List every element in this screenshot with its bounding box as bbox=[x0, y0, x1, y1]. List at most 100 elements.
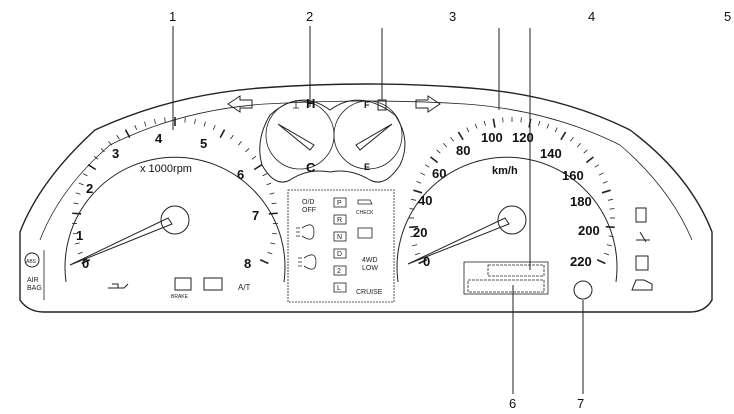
odometer-frame bbox=[463, 261, 549, 295]
speed-tick-16 bbox=[457, 131, 464, 141]
callout-7: 7 bbox=[577, 396, 584, 411]
speed-tick-7 bbox=[411, 198, 417, 201]
tach-tick-15 bbox=[124, 129, 131, 138]
speed-tick-35 bbox=[602, 180, 608, 184]
right-turn-signal-icon bbox=[415, 95, 441, 113]
speed-tick-9 bbox=[416, 180, 422, 184]
center-indicator-panel: O/D OFF CHECK P R N D 2 L 4WD LOW CRUISE bbox=[287, 189, 395, 303]
tach-tick-28 bbox=[245, 148, 250, 153]
speed-tick-26 bbox=[546, 123, 550, 129]
tach-tick-9 bbox=[82, 173, 88, 177]
speed-tick-17 bbox=[466, 127, 470, 133]
check-label: CHECK bbox=[356, 210, 374, 216]
tachometer-scale bbox=[72, 117, 278, 265]
speed-tick-28 bbox=[560, 131, 567, 141]
speed-label-20: 20 bbox=[413, 225, 427, 240]
speed-tick-27 bbox=[554, 127, 558, 133]
temperature-needle bbox=[277, 123, 315, 151]
speed-tick-6 bbox=[409, 208, 415, 210]
tach-label-7: 7 bbox=[252, 208, 259, 223]
temperature-gauge: H C bbox=[265, 96, 335, 175]
speedometer: 0 20 40 60 80 100 120 140 160 180 200 22… bbox=[396, 117, 618, 300]
tach-tick-21 bbox=[184, 117, 186, 123]
gear-indicators: P R N D 2 L bbox=[333, 197, 347, 293]
fuel-empty-label: E bbox=[364, 162, 370, 172]
tach-label-3: 3 bbox=[112, 146, 119, 161]
gear-n-box bbox=[333, 231, 347, 242]
gear-d-box bbox=[333, 248, 347, 259]
seatbelt-warning-icon bbox=[636, 231, 650, 243]
tachometer-tick-labels: 0 1 2 3 4 5 6 7 8 bbox=[76, 131, 259, 271]
tach-label-5: 5 bbox=[200, 136, 207, 151]
speed-label-40: 40 bbox=[418, 193, 432, 208]
tach-tick-0 bbox=[81, 259, 91, 265]
speed-tick-2 bbox=[412, 244, 418, 247]
speed-tick-33 bbox=[594, 164, 600, 168]
tach-tick-2 bbox=[74, 242, 80, 245]
speed-tick-18 bbox=[474, 123, 478, 129]
tachometer-needle bbox=[69, 217, 173, 266]
tachometer-lower-indicators: BRAKE A/T bbox=[108, 277, 251, 300]
tach-label-1: 1 bbox=[76, 228, 83, 243]
door-ajar-icon bbox=[635, 207, 647, 223]
gear-d: D bbox=[337, 251, 342, 258]
fourwd-low-label: 4WD LOW bbox=[362, 257, 380, 272]
speed-tick-31 bbox=[583, 149, 588, 154]
battery-icon bbox=[203, 277, 223, 291]
tach-tick-31 bbox=[262, 173, 268, 177]
callout-1: 1 bbox=[169, 9, 176, 24]
tach-tick-11 bbox=[93, 155, 99, 160]
speed-tick-0 bbox=[418, 259, 428, 265]
gear-l-box bbox=[333, 282, 347, 293]
speed-tick-42 bbox=[606, 244, 612, 247]
tach-label-8: 8 bbox=[244, 256, 251, 271]
speed-label-180: 180 bbox=[570, 194, 592, 209]
seatbelt-icon bbox=[357, 227, 373, 239]
speedometer-tick-labels: 0 20 40 60 80 100 120 140 160 180 200 22… bbox=[413, 130, 600, 269]
tachometer-bezel bbox=[64, 156, 286, 283]
airbag-line-2: BAG bbox=[27, 285, 42, 292]
speed-tick-10 bbox=[420, 172, 426, 176]
tach-label-4: 4 bbox=[155, 131, 163, 146]
speed-tick-29 bbox=[570, 137, 574, 142]
tach-tick-7 bbox=[75, 192, 81, 195]
speed-tick-20 bbox=[492, 118, 496, 128]
speed-tick-40 bbox=[605, 225, 615, 229]
left-turn-signal-icon bbox=[227, 95, 253, 113]
temp-fuel-pod: H C F E bbox=[259, 96, 406, 183]
od-off-label: O/D OFF bbox=[302, 199, 316, 214]
callout-2: 2 bbox=[306, 9, 313, 24]
fog-light-icon bbox=[298, 254, 317, 270]
speed-tick-41 bbox=[608, 235, 614, 238]
brake-icon bbox=[174, 277, 192, 291]
speed-tick-15 bbox=[450, 137, 454, 142]
fourwd-line-1: 4WD bbox=[362, 257, 378, 264]
fuel-needle bbox=[355, 123, 393, 151]
tach-tick-17 bbox=[144, 121, 147, 127]
speed-tick-34 bbox=[598, 172, 604, 176]
fuel-dial bbox=[333, 100, 403, 170]
tach-tick-3 bbox=[72, 232, 78, 235]
cruise-label: CRUISE bbox=[356, 289, 383, 296]
tach-tick-24 bbox=[212, 125, 216, 130]
speed-label-100: 100 bbox=[481, 130, 503, 145]
speed-label-120: 120 bbox=[512, 130, 534, 145]
at-label: A/T bbox=[238, 283, 251, 292]
tach-tick-35 bbox=[268, 212, 278, 215]
tach-tick-13 bbox=[108, 141, 112, 146]
tach-label-6: 6 bbox=[237, 167, 244, 182]
speed-tick-25 bbox=[538, 120, 541, 126]
tach-tick-16 bbox=[134, 125, 138, 130]
temperature-dial bbox=[265, 100, 335, 170]
speed-tick-38 bbox=[609, 208, 615, 210]
speed-tick-12 bbox=[430, 156, 439, 164]
oil-pressure-icon bbox=[108, 283, 129, 289]
temperature-icon bbox=[293, 100, 299, 109]
tach-tick-30 bbox=[253, 163, 263, 171]
callout-6: 6 bbox=[509, 396, 516, 411]
tach-tick-10 bbox=[87, 163, 97, 171]
gear-r: R bbox=[337, 217, 342, 224]
tach-tick-1 bbox=[77, 251, 83, 255]
tach-tick-39 bbox=[267, 251, 273, 255]
